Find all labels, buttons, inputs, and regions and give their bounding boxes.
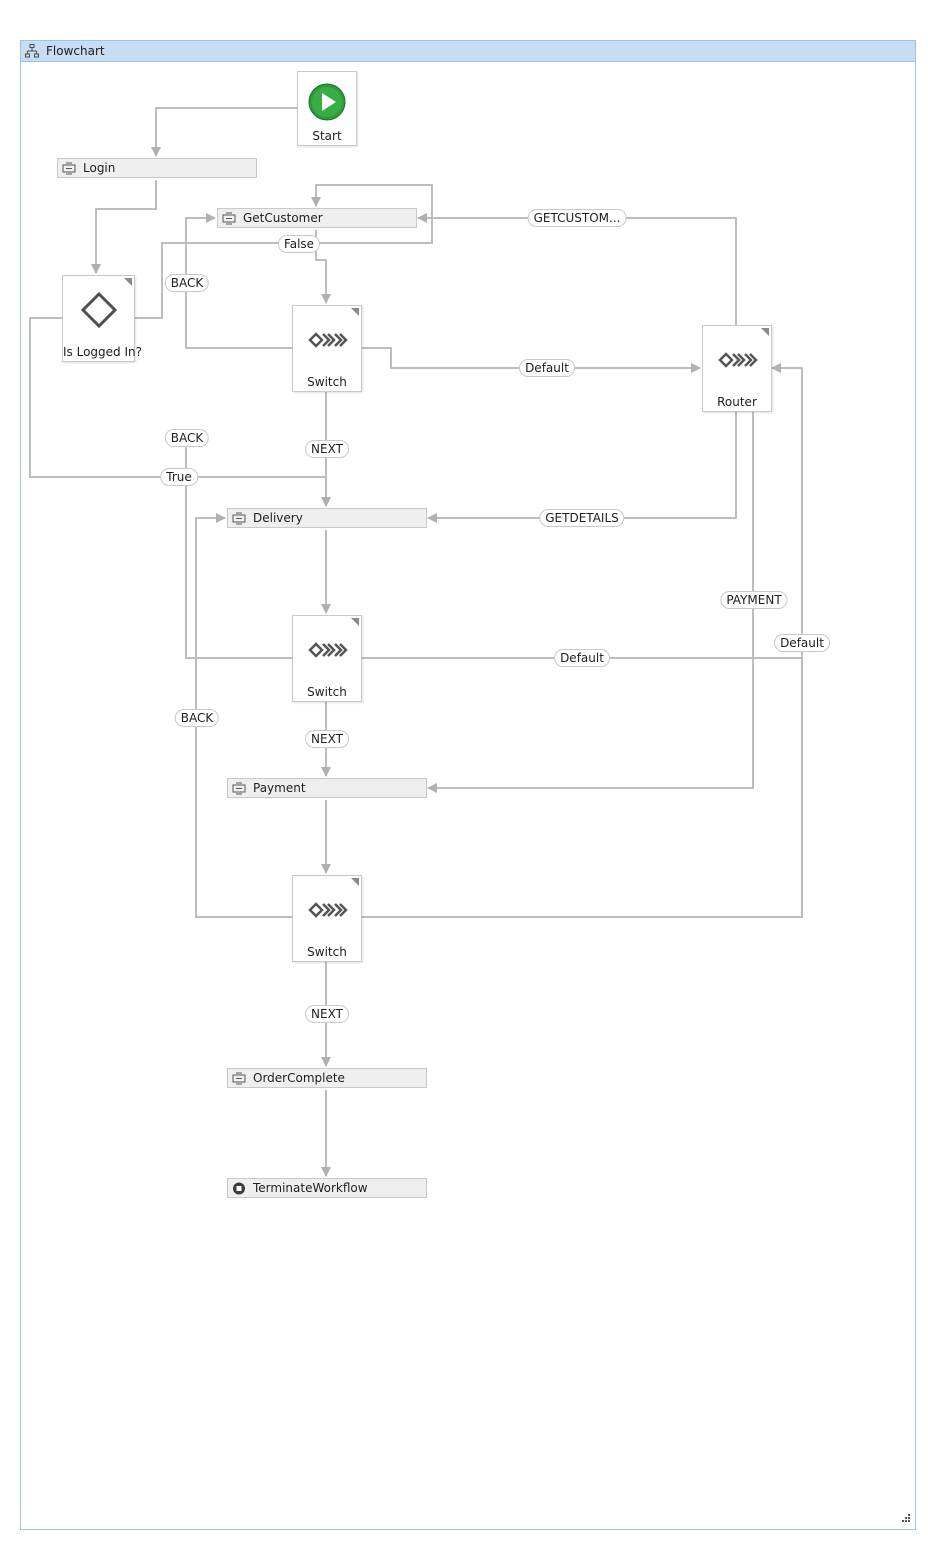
- edge-label-true[interactable]: True: [160, 468, 198, 486]
- activity-label: GetCustomer: [243, 211, 323, 225]
- edge-label-back[interactable]: BACK: [164, 429, 210, 447]
- switch-icon: [308, 642, 348, 658]
- edge-label-false[interactable]: False: [277, 235, 321, 253]
- activity-label: OrderComplete: [253, 1071, 345, 1085]
- activity-icon: [232, 512, 246, 525]
- edge-router-payment[interactable]: [427, 412, 754, 793]
- edge-router-getdetails[interactable]: [427, 412, 737, 523]
- activity-label: Delivery: [253, 511, 303, 525]
- router-node[interactable]: Router: [702, 325, 772, 412]
- activity-terminateworkflow[interactable]: TerminateWorkflow: [227, 1178, 427, 1198]
- switch-node-2[interactable]: Switch: [292, 615, 362, 702]
- activity-payment[interactable]: Payment: [227, 778, 427, 798]
- switch-node-1[interactable]: Switch: [292, 305, 362, 392]
- play-icon: [308, 83, 346, 121]
- edge-label-back[interactable]: BACK: [174, 709, 220, 727]
- switch-node-3[interactable]: Switch: [292, 875, 362, 962]
- activity-delivery[interactable]: Delivery: [227, 508, 427, 528]
- activity-icon: [232, 782, 246, 795]
- decision-label: Is Logged In?: [63, 345, 142, 359]
- expand-corner-icon: [351, 308, 359, 316]
- expand-corner-icon: [761, 328, 769, 336]
- activity-label: Login: [83, 161, 116, 175]
- router-label: Router: [717, 395, 757, 409]
- edge-label-getcustom[interactable]: GETCUSTOM...: [527, 209, 627, 227]
- activity-ordercomplete[interactable]: OrderComplete: [227, 1068, 427, 1088]
- edge-label-back[interactable]: BACK: [164, 274, 210, 292]
- activity-getcustomer[interactable]: GetCustomer: [217, 208, 417, 228]
- switch-icon: [718, 352, 758, 368]
- flowchart-designer: Flowchart: [20, 40, 916, 1530]
- decision-diamond-icon: [81, 292, 117, 328]
- edge-label-next[interactable]: NEXT: [305, 730, 349, 748]
- edge-label-getdetails[interactable]: GETDETAILS: [539, 509, 625, 527]
- edge-false-getcustomer[interactable]: [135, 184, 433, 319]
- start-label: Start: [312, 129, 342, 143]
- edge-label-default[interactable]: Default: [554, 649, 610, 667]
- flowchart-icon: [25, 44, 39, 58]
- edge-login-isloggedin[interactable]: [91, 180, 157, 274]
- activity-icon: [62, 162, 76, 175]
- activity-icon: [232, 1072, 246, 1085]
- switch-icon: [308, 332, 348, 348]
- edge-router-getcustomer[interactable]: [417, 213, 737, 326]
- edge-label-default[interactable]: Default: [519, 359, 575, 377]
- switch-label: Switch: [307, 375, 347, 389]
- edge-start-login[interactable]: [151, 107, 297, 157]
- activity-label: TerminateWorkflow: [253, 1181, 368, 1195]
- edge-switch3-default[interactable]: [362, 658, 803, 918]
- flowchart-header[interactable]: Flowchart: [21, 41, 915, 62]
- flowchart-title: Flowchart: [46, 44, 105, 58]
- expand-corner-icon: [351, 878, 359, 886]
- expand-corner-icon: [351, 618, 359, 626]
- edge-label-default[interactable]: Default: [774, 634, 830, 652]
- start-node[interactable]: Start: [297, 71, 357, 146]
- activity-login[interactable]: Login: [57, 158, 257, 178]
- decision-is-logged-in[interactable]: Is Logged In?: [62, 275, 142, 362]
- edge-label-next[interactable]: NEXT: [305, 1005, 349, 1023]
- edge-label-payment[interactable]: PAYMENT: [720, 591, 788, 609]
- edge-switch2-back[interactable]: [185, 437, 292, 659]
- activity-label: Payment: [253, 781, 306, 795]
- terminate-icon: [233, 1182, 245, 1195]
- expand-corner-icon: [124, 278, 132, 286]
- switch-label: Switch: [307, 945, 347, 959]
- resize-grip-icon[interactable]: [899, 1513, 911, 1525]
- edge-label-next[interactable]: NEXT: [305, 440, 349, 458]
- switch-icon: [308, 902, 348, 918]
- switch-label: Switch: [307, 685, 347, 699]
- activity-icon: [222, 212, 236, 225]
